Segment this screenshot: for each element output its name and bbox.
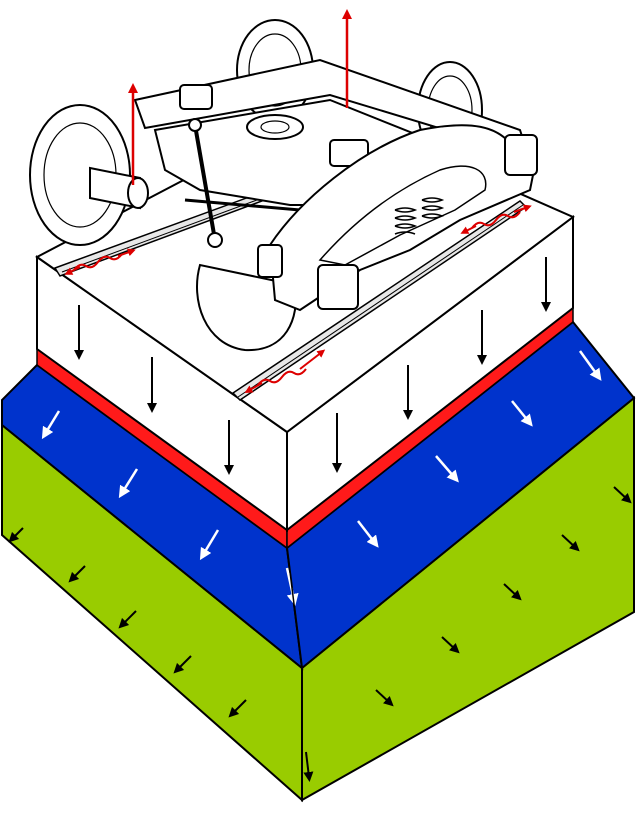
lever-top-pivot (188, 118, 202, 132)
stress-arrow-icon (613, 486, 632, 504)
wavy-double-arrow-icon (64, 248, 136, 275)
subgrade-stress-arrows (8, 486, 632, 782)
stress-arrow-icon (375, 689, 394, 707)
stress-arrow-icon (199, 529, 220, 561)
lever-pivot (207, 232, 223, 248)
brake-rod (184, 198, 301, 212)
stress-arrow-icon (435, 455, 459, 483)
stress-arrow-icon (441, 636, 460, 654)
left-rail-web (61, 189, 285, 273)
stress-arrow-icon (357, 520, 379, 548)
spring-nest (394, 197, 445, 235)
stress-arrow-icon (578, 350, 602, 381)
side-bearing-left (179, 84, 213, 110)
journal-box-front (317, 264, 359, 310)
stress-arrow-icon (561, 534, 580, 552)
stress-arrow-icon (303, 751, 314, 782)
stress-arrow-icon (8, 527, 24, 543)
journal-box-rear (504, 134, 538, 176)
center-plate (246, 114, 304, 140)
wavy-double-arrow-icon (460, 204, 532, 234)
front-right-wheel (196, 263, 297, 352)
layer-corner-edge (286, 547, 303, 669)
journal-box-mid (257, 244, 283, 278)
wavy-double-arrow-icon (244, 349, 326, 393)
stress-arrow-icon (118, 610, 137, 629)
stress-arrow-icon (41, 410, 61, 440)
axle-end-cap (127, 177, 149, 209)
right-rail-web (237, 204, 524, 398)
uplift-forces (128, 9, 352, 185)
stress-arrow-icon (228, 699, 247, 718)
vertical-loads (74, 257, 551, 475)
brake-lever (193, 124, 217, 241)
stress-arrow-icon (68, 565, 86, 583)
stress-arrow-icon (503, 583, 522, 601)
stress-arrow-icon (173, 655, 192, 674)
lateral-waves (64, 204, 532, 393)
stress-arrow-icon (118, 468, 139, 499)
stress-arrow-icon (511, 400, 533, 427)
railway-bogie-wheelset-icon (29, 19, 538, 352)
